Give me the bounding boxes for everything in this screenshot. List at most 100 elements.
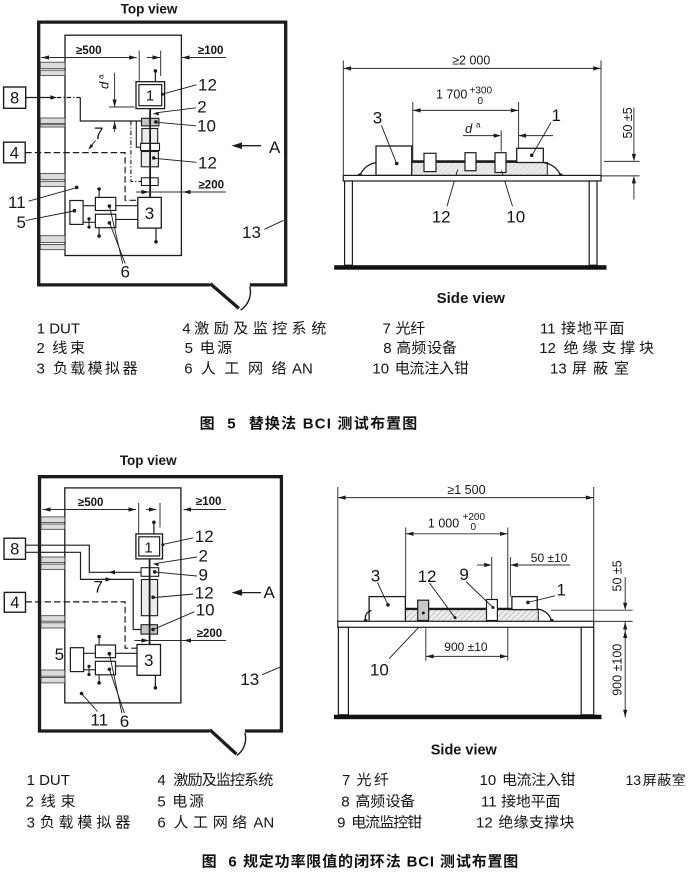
svg-text:6: 6 xyxy=(120,712,129,731)
svg-text:1: 1 xyxy=(144,540,152,557)
svg-text:0: 0 xyxy=(478,96,484,107)
svg-text:7: 7 xyxy=(94,578,103,597)
svg-text:a: a xyxy=(97,74,106,79)
svg-text:6: 6 xyxy=(228,854,236,871)
svg-text:900 ±10: 900 ±10 xyxy=(444,640,488,654)
svg-text:13: 13 xyxy=(240,670,259,689)
svg-text:10: 10 xyxy=(372,361,389,378)
svg-text:10: 10 xyxy=(480,772,497,789)
svg-text:负载模拟器: 负载模拟器 xyxy=(40,815,130,832)
svg-text:11: 11 xyxy=(8,193,26,212)
svg-text:11: 11 xyxy=(481,794,497,811)
svg-text:12: 12 xyxy=(195,527,214,546)
svg-text:电流注入钳: 电流注入钳 xyxy=(502,772,576,789)
svg-text:7: 7 xyxy=(94,124,103,143)
svg-text:Side view: Side view xyxy=(437,290,506,307)
svg-text:激励及监控系统: 激励及监控系统 xyxy=(194,321,326,338)
svg-text:2: 2 xyxy=(199,547,208,566)
svg-text:+300: +300 xyxy=(470,86,493,97)
svg-text:2: 2 xyxy=(37,340,45,357)
svg-text:图: 图 xyxy=(200,416,215,433)
svg-text:9: 9 xyxy=(459,565,468,584)
svg-text:3: 3 xyxy=(371,566,380,585)
svg-text:AN: AN xyxy=(253,815,274,832)
svg-text:7: 7 xyxy=(383,321,391,338)
svg-text:≥500: ≥500 xyxy=(76,45,102,57)
svg-text:7: 7 xyxy=(342,772,350,789)
svg-text:11: 11 xyxy=(540,321,556,338)
svg-text:A: A xyxy=(264,583,276,602)
svg-text:屏蔽室: 屏蔽室 xyxy=(572,361,629,378)
svg-text:≥200: ≥200 xyxy=(199,180,225,192)
svg-text:a: a xyxy=(476,121,481,130)
svg-text:9: 9 xyxy=(337,815,345,832)
svg-text:AN: AN xyxy=(292,361,313,378)
svg-text:12: 12 xyxy=(198,75,217,94)
svg-text:≥200: ≥200 xyxy=(197,628,223,640)
svg-text:接地平面: 接地平面 xyxy=(561,321,624,338)
svg-text:+200: +200 xyxy=(463,512,486,523)
svg-text:5: 5 xyxy=(227,416,235,433)
svg-text:高频设备: 高频设备 xyxy=(355,794,415,811)
svg-text:1: 1 xyxy=(552,106,561,125)
svg-text:电流注入钳: 电流注入钳 xyxy=(395,361,469,378)
svg-text:3: 3 xyxy=(27,815,35,832)
svg-text:5: 5 xyxy=(55,645,64,664)
svg-text:0: 0 xyxy=(471,522,477,533)
svg-text:≥500: ≥500 xyxy=(78,497,104,509)
svg-text:13: 13 xyxy=(242,223,261,242)
svg-text:13: 13 xyxy=(550,361,567,378)
svg-text:高频设备: 高频设备 xyxy=(396,340,457,357)
svg-text:1 DUT: 1 DUT xyxy=(27,772,70,789)
svg-text:3: 3 xyxy=(373,108,382,127)
svg-text:6: 6 xyxy=(121,262,130,281)
svg-text:Top view: Top view xyxy=(120,453,177,468)
svg-text:2: 2 xyxy=(26,794,34,811)
svg-text:接地平面: 接地平面 xyxy=(501,794,560,811)
svg-text:8: 8 xyxy=(10,89,19,107)
svg-text:屏蔽室: 屏蔽室 xyxy=(643,772,686,788)
svg-text:50 ±5: 50 ±5 xyxy=(611,560,625,591)
svg-text:6: 6 xyxy=(157,815,165,832)
svg-text:4: 4 xyxy=(182,321,190,338)
svg-text:5: 5 xyxy=(185,340,193,357)
svg-text:12: 12 xyxy=(476,815,493,832)
svg-text:A: A xyxy=(269,138,281,157)
svg-text:d: d xyxy=(465,121,473,136)
svg-text:50 ±5: 50 ±5 xyxy=(621,107,635,138)
svg-text:负载模拟器: 负载模拟器 xyxy=(53,361,137,378)
svg-text:10: 10 xyxy=(370,661,389,680)
svg-text:12: 12 xyxy=(432,207,451,226)
svg-text:≥2 000: ≥2 000 xyxy=(452,54,490,68)
svg-text:10: 10 xyxy=(197,117,216,136)
svg-text:≥1 500: ≥1 500 xyxy=(447,483,485,497)
svg-text:5: 5 xyxy=(17,213,26,232)
svg-text:4: 4 xyxy=(157,772,165,789)
svg-text:光纤: 光纤 xyxy=(396,321,426,338)
svg-text:绝缘支撑块: 绝缘支撑块 xyxy=(498,815,575,832)
svg-text:13: 13 xyxy=(626,772,642,788)
svg-text:6: 6 xyxy=(184,361,192,378)
svg-text:≥100: ≥100 xyxy=(198,45,224,57)
svg-text:1 700: 1 700 xyxy=(436,88,467,102)
svg-text:3: 3 xyxy=(144,651,153,670)
svg-text:1 DUT: 1 DUT xyxy=(37,321,80,338)
svg-text:Side view: Side view xyxy=(431,743,498,759)
svg-text:8: 8 xyxy=(383,340,391,357)
svg-text:1 000: 1 000 xyxy=(428,517,459,531)
svg-text:10: 10 xyxy=(506,207,525,226)
svg-text:d: d xyxy=(97,81,112,89)
svg-text:12: 12 xyxy=(539,340,556,357)
svg-text:3: 3 xyxy=(37,361,45,378)
svg-text:替换法 BCI 测试布置图: 替换法 BCI 测试布置图 xyxy=(249,415,418,433)
svg-text:5: 5 xyxy=(157,794,165,811)
svg-text:绝缘支撑块: 绝缘支撑块 xyxy=(564,340,656,357)
svg-text:12: 12 xyxy=(198,154,217,173)
svg-text:12: 12 xyxy=(418,567,437,586)
svg-text:4: 4 xyxy=(10,594,19,612)
svg-text:9: 9 xyxy=(199,565,208,584)
svg-text:电源: 电源 xyxy=(172,794,204,811)
svg-text:激励及监控系统: 激励及监控系统 xyxy=(173,772,273,789)
svg-text:1: 1 xyxy=(146,87,154,104)
svg-text:11: 11 xyxy=(90,710,108,729)
